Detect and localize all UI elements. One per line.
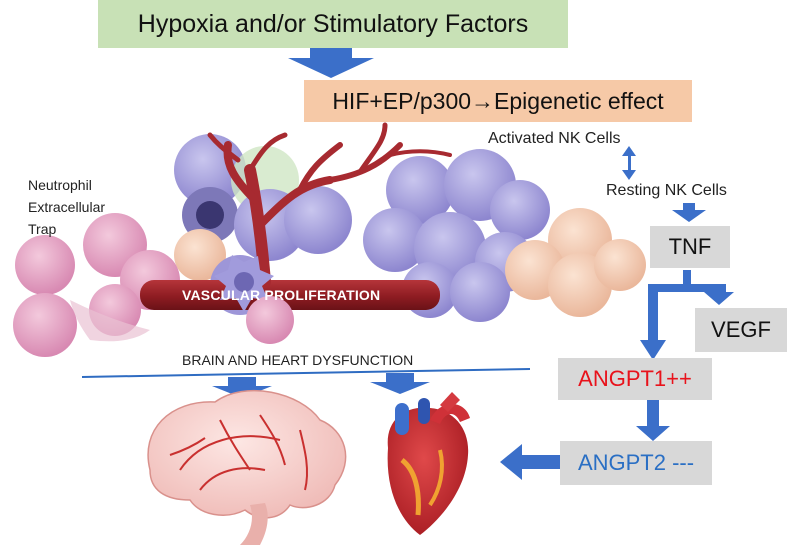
neutrophil-on-vessel	[246, 296, 294, 344]
hif-box: HIF+EP/p300→Epigenetic effect	[304, 80, 692, 122]
arrow-down-1	[288, 48, 374, 78]
vegf-text: VEGF	[711, 317, 771, 342]
spiky-cell	[214, 255, 274, 312]
hypoxia-text: Hypoxia and/or Stimulatory Factors	[137, 9, 529, 38]
arrow-to-brain	[212, 377, 272, 398]
resting-nk-label: Resting NK Cells	[606, 182, 727, 199]
vessel-branches	[207, 122, 452, 288]
hypoxia-box: Hypoxia and/or Stimulatory Factors	[98, 0, 568, 48]
tnf-branch-arrows	[640, 270, 734, 360]
angpt1-text: ANGPT1++	[578, 366, 692, 391]
activated-nk-label: Activated NK Cells	[488, 130, 621, 147]
brain-illustration	[147, 389, 347, 545]
net-label: Neutrophil Extracellular Trap	[28, 174, 105, 240]
tnf-box: TNF	[650, 226, 730, 268]
net-label-line3: Trap	[28, 221, 57, 237]
angpt2-box: ANGPT2 ---	[560, 441, 712, 485]
dysfunction-label: BRAIN AND HEART DYSFUNCTION	[182, 352, 414, 368]
net-label-line2: Extracellular	[28, 199, 106, 215]
hif-text: HIF+EP/p300→Epigenetic effect	[332, 87, 664, 114]
angpt1-box: ANGPT1++	[558, 358, 712, 400]
vegf-box: VEGF	[695, 308, 787, 352]
vessel-trunk	[140, 280, 440, 310]
arrow-angpt2-to-heart	[500, 444, 560, 480]
arrow-resting-to-tnf	[672, 203, 706, 222]
arrow-angpt1-to-angpt2	[636, 400, 670, 441]
neutrophil-cells	[13, 213, 180, 357]
arrow-to-heart	[370, 373, 430, 394]
net-label-line1: Neutrophil	[28, 177, 92, 193]
resting-cells-cluster	[505, 208, 646, 317]
divider-line	[81, 368, 531, 378]
heart-illustration	[387, 392, 470, 535]
double-arrow-nk	[622, 146, 636, 180]
angpt2-text: ANGPT2 ---	[577, 450, 695, 475]
vascular-proliferation-label: VASCULAR PROLIFERATION	[182, 287, 381, 303]
tnf-text: TNF	[668, 234, 712, 259]
